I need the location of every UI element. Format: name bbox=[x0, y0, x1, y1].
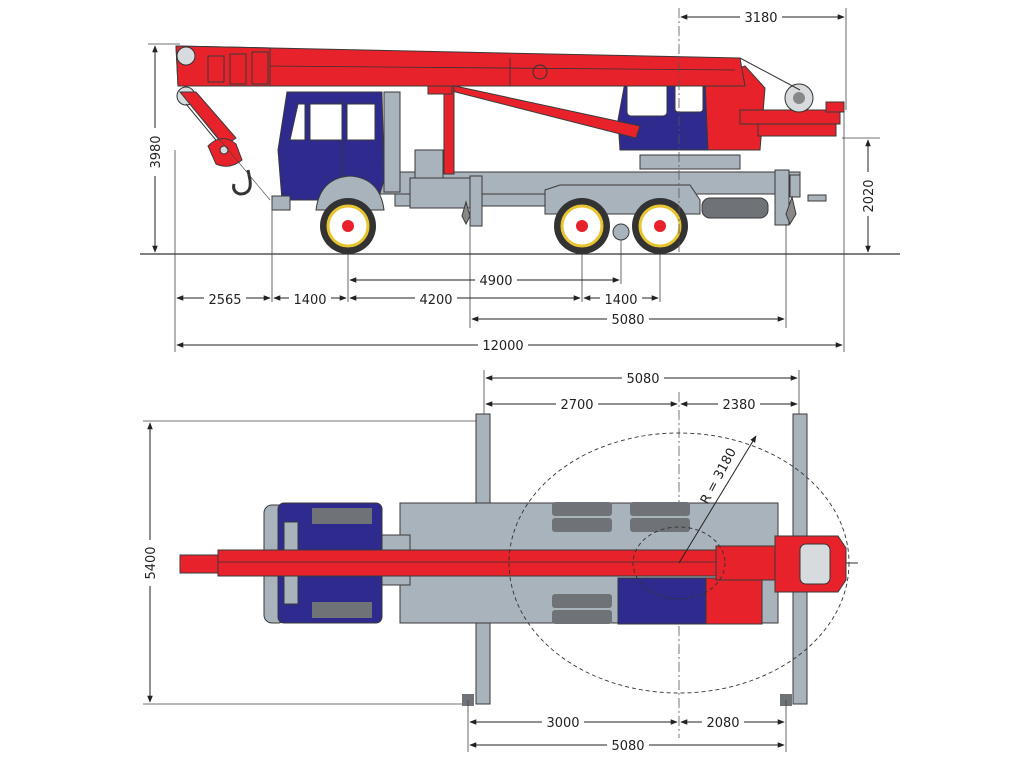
turntable-circle bbox=[632, 526, 726, 600]
dim-front-to-bogie: 4900 bbox=[479, 274, 512, 289]
truck-cab bbox=[271, 91, 401, 211]
boom-top bbox=[179, 535, 858, 593]
dim-center-to-rear: 2380 bbox=[722, 398, 755, 413]
crane-boom bbox=[175, 45, 801, 175]
dim-front-overhang: 2565 bbox=[208, 293, 241, 308]
bogie-hub bbox=[612, 223, 630, 241]
wheel-front bbox=[320, 198, 376, 254]
dim-outrigger-span: 5080 bbox=[611, 313, 644, 328]
top-wheels bbox=[552, 502, 690, 624]
side-view: 3980 2020 3180 4900 2565 1400 bbox=[140, 8, 900, 354]
top-view: R = 3180 5080 2700 2380 5400 3000 2080 5… bbox=[140, 369, 858, 754]
dim-rear-bogie: 1400 bbox=[604, 293, 637, 308]
dim-overall-height: 3980 bbox=[149, 135, 164, 168]
crane-hook bbox=[178, 91, 271, 201]
slew-radius-circle bbox=[508, 432, 850, 694]
dim-overall-width: 5400 bbox=[144, 546, 159, 579]
dim-boom-tail: 3180 bbox=[744, 11, 777, 26]
dim-outrigger-span-top: 5080 bbox=[626, 372, 659, 387]
wheel-rear-1 bbox=[554, 198, 610, 254]
dim-front-to-center: 2700 bbox=[560, 398, 593, 413]
dim-wheelbase-front: 4200 bbox=[419, 293, 452, 308]
dim-front-axle-offset: 1400 bbox=[293, 293, 326, 308]
dim-overall-length: 12000 bbox=[482, 339, 523, 354]
dim-outrigger-span-bottom: 5080 bbox=[611, 739, 644, 754]
dim-outrigger-height: 2020 bbox=[862, 179, 877, 212]
wheel-rear-2 bbox=[632, 198, 688, 254]
dim-left-to-center-bottom: 3000 bbox=[546, 716, 579, 731]
crane-cabin-top bbox=[617, 577, 711, 625]
dim-center-to-right-bottom: 2080 bbox=[706, 716, 739, 731]
